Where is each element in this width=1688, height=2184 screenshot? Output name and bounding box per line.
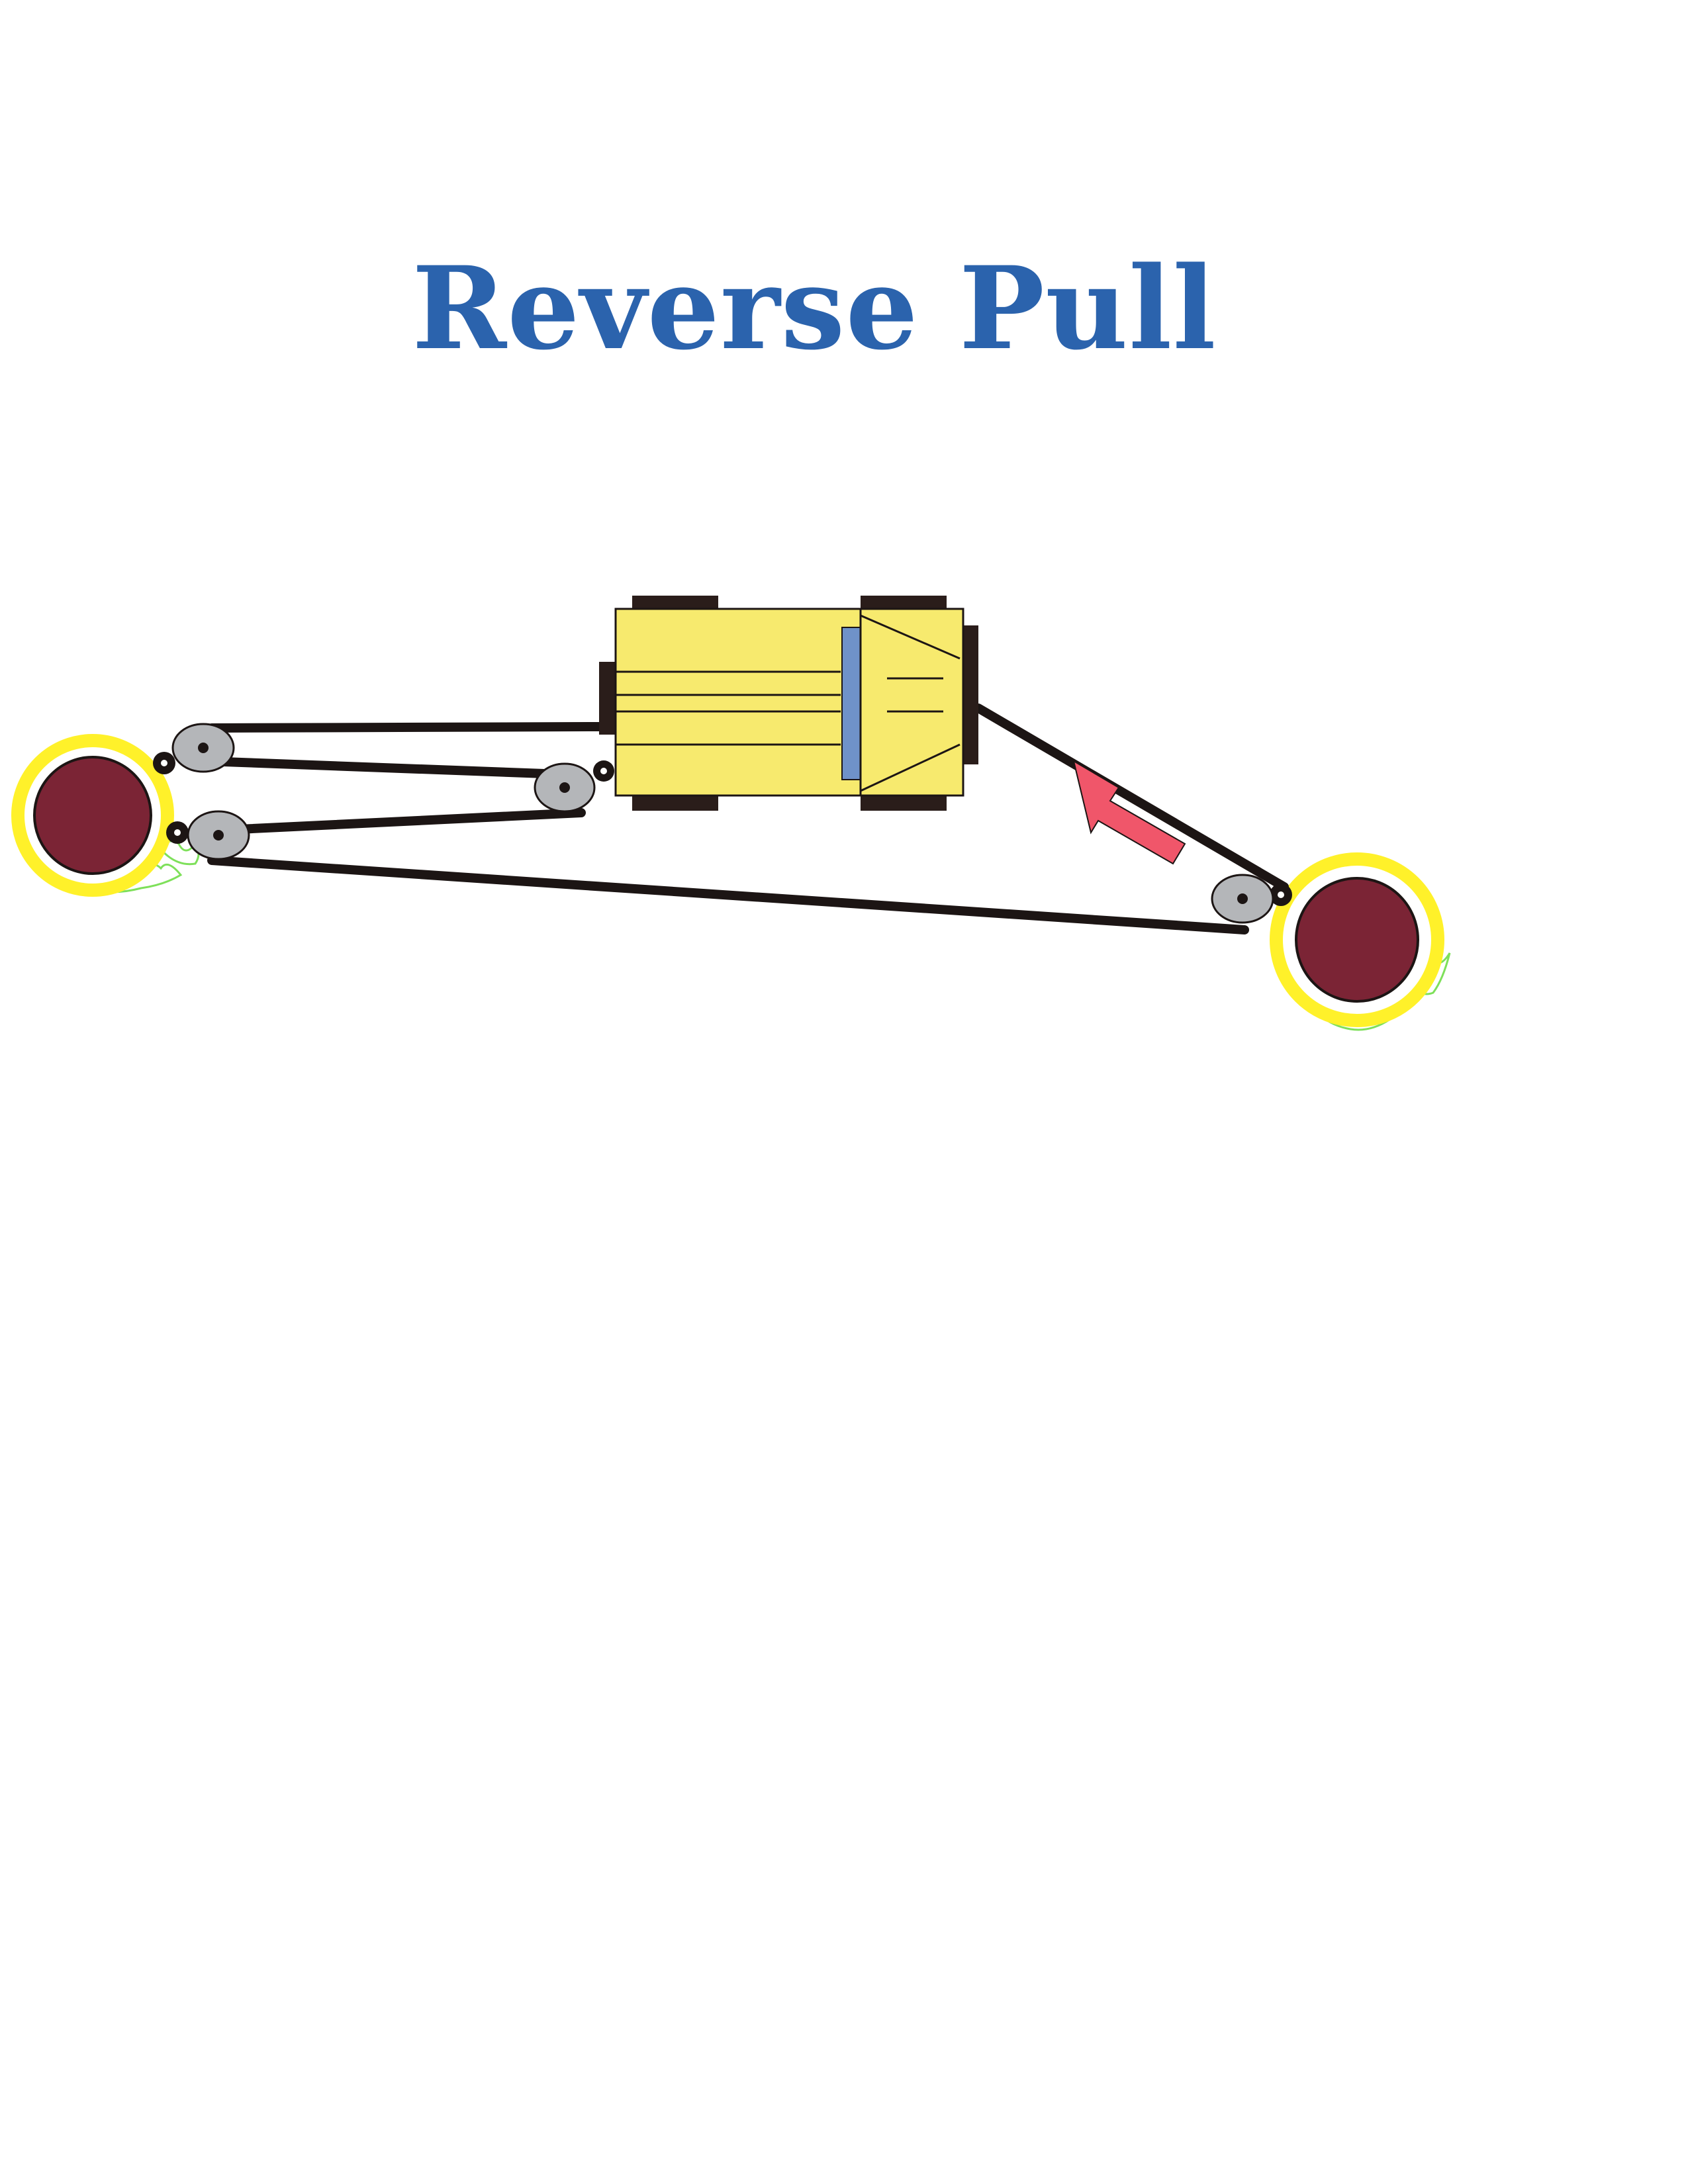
rope-segment [201, 756, 567, 779]
snatch-block-icon [153, 723, 235, 774]
snatch-block-icon [166, 810, 250, 860]
vehicle-top-view-icon [593, 596, 978, 811]
snatch-block-icon [1211, 874, 1292, 924]
rope-segment [207, 856, 1249, 934]
pull-direction-arrow-icon [1072, 759, 1186, 865]
snatch-block-icon [534, 762, 596, 813]
rope-segment [974, 704, 1289, 891]
right-anchor-tree-icon [1270, 852, 1451, 1031]
page-title: Reverse Pull [412, 241, 1217, 375]
rope-segment [207, 722, 604, 733]
rope-segment [207, 808, 586, 835]
winch-rope [201, 704, 1289, 934]
left-anchor-tree-icon [11, 734, 200, 897]
